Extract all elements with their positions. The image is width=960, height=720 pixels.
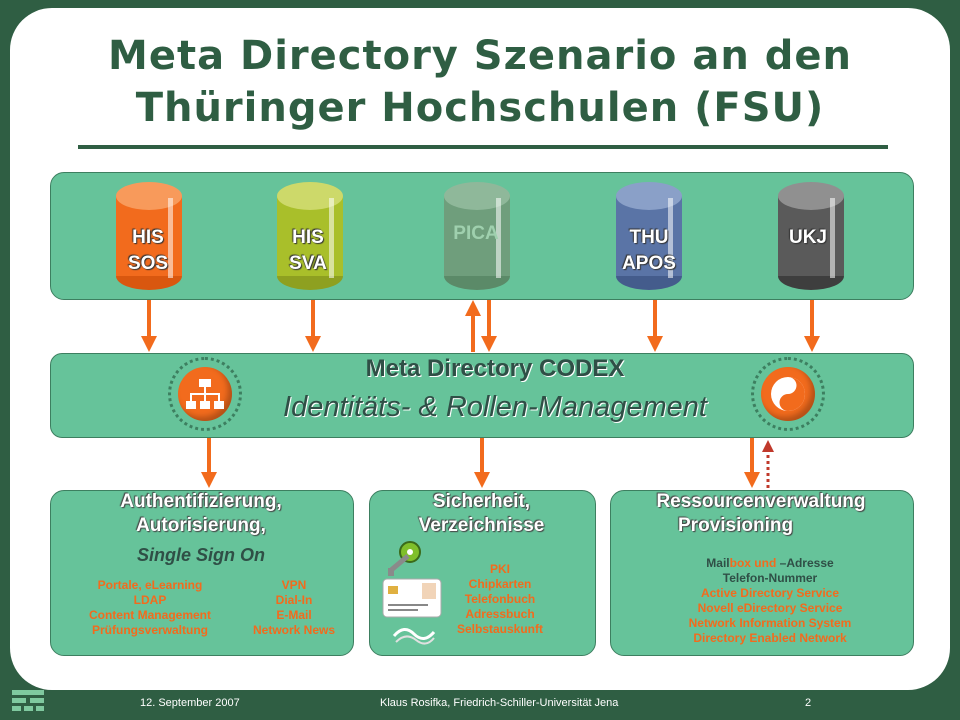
cylinder-shine: [168, 198, 173, 278]
resources-mail-part1: Mail: [706, 556, 730, 570]
ukj-label-line1: UKJ: [788, 227, 827, 248]
auth-subtitle: Single Sign On: [136, 545, 265, 565]
resources-item: Novell eDirectory Service: [697, 601, 843, 615]
org-chart-icon: [178, 367, 232, 421]
his-sos-label-line1: HIS: [132, 227, 164, 248]
auth-title-line2: Autorisierung,: [136, 515, 266, 536]
footer-page-number: 2: [805, 697, 812, 709]
auth-box: [50, 490, 354, 656]
key-icon: [388, 541, 421, 576]
resources-item: Directory Enabled Network: [693, 631, 847, 645]
his-sva-database: [277, 182, 343, 290]
security-item: Adressbuch: [465, 607, 535, 621]
university-logo-icon: [12, 690, 44, 711]
pica-label-line1: PICA: [453, 223, 499, 244]
his-sva-label-line2: SVA: [289, 253, 327, 274]
cylinder-shine: [668, 198, 673, 278]
his-sva-label-line1: HIS: [292, 227, 324, 248]
his-sos-database: [116, 182, 182, 290]
security-title-line2: Verzeichnisse: [418, 515, 545, 536]
auth-right-item: Dial-In: [275, 593, 313, 607]
security-title: Sicherheit, Verzeichnisse: [375, 490, 588, 538]
chip-card-icon: [382, 578, 442, 618]
slide-title: Meta Directory Szenario an den Thüringer…: [40, 30, 920, 134]
security-item: PKI: [489, 562, 510, 576]
resources-title: Ressourcenverwaltung Provisioning: [618, 490, 904, 538]
pica-label: PICA: [416, 221, 536, 247]
resources-mail-part3: –Adresse: [779, 556, 834, 570]
org-chart-glyph: [186, 379, 224, 409]
cylinder-shine: [496, 198, 501, 278]
security-list: PKI Chipkarten Telefonbuch Adressbuch Se…: [440, 562, 560, 637]
resources-mail-part2: box und: [729, 556, 780, 570]
resources-list: Mailbox und –Adresse Telefon-Nummer Acti…: [640, 556, 900, 646]
security-item: Selbstauskunft: [456, 622, 543, 636]
org-chart-badge: [168, 357, 242, 431]
resources-title-line2: Provisioning: [678, 515, 794, 536]
resources-item: Active Directory Service: [700, 586, 840, 600]
swirl-glyph: [771, 377, 805, 411]
footer-author: Klaus Rosifka, Friedrich-Schiller-Univer…: [380, 697, 619, 709]
security-title-line1: Sicherheit,: [432, 491, 531, 512]
thu-apos-label-line1: THU: [629, 227, 669, 248]
network-wave-icon: [392, 628, 436, 645]
his-sos-label-line2: SOS: [127, 253, 169, 274]
thu-apos-label: THU APOS: [589, 225, 709, 277]
auth-left-list: Portale, eLearning LDAP Content Manageme…: [68, 578, 232, 638]
pica-database: [444, 182, 510, 290]
auth-left-item: Prüfungsverwaltung: [91, 623, 208, 637]
auth-left-item: LDAP: [133, 593, 167, 607]
codex-title: Meta Directory CODEX: [365, 355, 625, 382]
resources-mail-line: Mailbox und –Adresse: [640, 556, 900, 571]
auth-title: Authentifizierung, Autorisierung,: [60, 490, 342, 538]
resources-item: Telefon-Nummer: [722, 571, 818, 585]
thu-apos-database: [616, 182, 682, 290]
auth-right-item: VPN: [281, 578, 307, 592]
resources-item: Network Information System: [688, 616, 852, 630]
codex-subtitle: Identitäts- & Rollen-Management: [283, 391, 707, 423]
slide-title-line1: Meta Directory Szenario an den: [108, 33, 852, 79]
auth-left-item: Content Management: [88, 608, 211, 622]
auth-right-item: E-Mail: [276, 608, 312, 622]
swirl-icon: [761, 367, 815, 421]
cylinder-shine: [329, 198, 334, 278]
resources-title-line1: Ressourcenverwaltung: [656, 491, 866, 512]
ukj-database: [778, 182, 844, 290]
slide-title-line2: Thüringer Hochschulen (FSU): [135, 85, 825, 131]
security-item: Chipkarten: [468, 577, 532, 591]
title-underline: [78, 145, 888, 149]
ukj-label: UKJ: [748, 225, 868, 251]
auth-right-list: VPN Dial-In E-Mail Network News: [244, 578, 344, 638]
his-sos-label: HIS SOS: [88, 225, 208, 277]
swirl-badge: [751, 357, 825, 431]
resources-box: [610, 490, 914, 656]
auth-right-item: Network News: [252, 623, 336, 637]
his-sva-label: HIS SVA: [248, 225, 368, 277]
auth-title-line1: Authentifizierung,: [120, 491, 282, 512]
auth-left-item: Portale, eLearning: [97, 578, 203, 592]
cylinder-shine: [830, 198, 835, 278]
security-item: Telefonbuch: [464, 592, 536, 606]
thu-apos-label-line2: APOS: [622, 253, 676, 274]
footer-date: 12. September 2007: [140, 697, 240, 709]
